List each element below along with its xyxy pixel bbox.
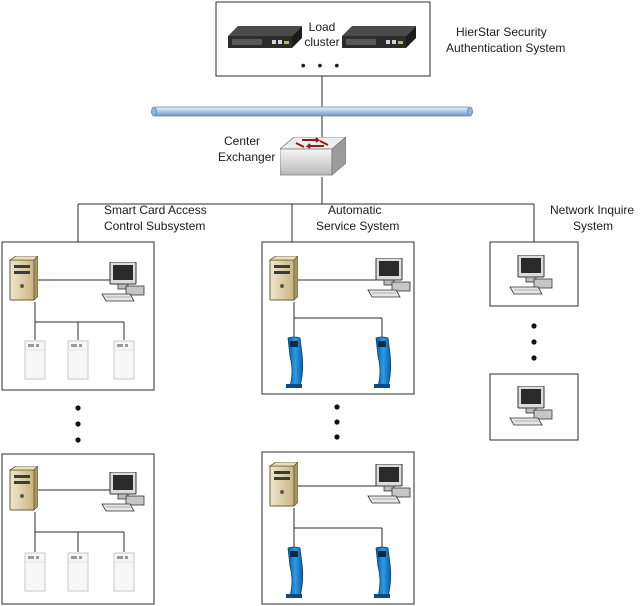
server-icon — [269, 462, 298, 507]
load-cluster-label-2: cluster — [304, 35, 339, 49]
card-cabinet-icon — [24, 552, 46, 592]
server-icon — [269, 256, 298, 301]
automatic-service-label-1: Automatic — [328, 203, 381, 217]
network-inquire-box — [489, 373, 579, 441]
network-inquire-label-1: Network Inquire — [550, 203, 634, 217]
smart-card-subsystem-box — [1, 453, 155, 605]
server-icon — [9, 256, 38, 301]
system-title-line-2: Authentication System — [446, 41, 565, 55]
smart-card-label-1: Smart Card Access — [104, 203, 207, 217]
smart-card-label-2: Control Subsystem — [104, 219, 205, 233]
center-exchanger-label-2: Exchanger — [218, 150, 275, 164]
automatic-service-box — [261, 241, 415, 395]
center-exchanger-label-1: Center — [224, 134, 260, 148]
rack-server-icon — [228, 26, 302, 48]
cluster-ellipsis: • • • — [301, 57, 343, 73]
automatic-service-box — [261, 451, 415, 605]
card-cabinet-icon — [67, 340, 89, 380]
network-bus — [151, 106, 473, 117]
card-cabinet-icon — [67, 552, 89, 592]
load-cluster-label-1: Load — [309, 20, 336, 34]
card-cabinet-icon — [113, 552, 135, 592]
network-inquire-box — [489, 241, 579, 307]
automatic-service-label-2: Service System — [316, 219, 399, 233]
card-cabinet-icon — [24, 340, 46, 380]
system-title-line-1: HierStar Security — [456, 25, 547, 39]
server-icon — [9, 466, 38, 511]
card-cabinet-icon — [113, 340, 135, 380]
rack-server-icon — [342, 26, 416, 48]
smart-card-subsystem-box — [1, 241, 155, 391]
network-inquire-label-2: System — [573, 219, 613, 233]
switch-icon — [280, 137, 346, 176]
